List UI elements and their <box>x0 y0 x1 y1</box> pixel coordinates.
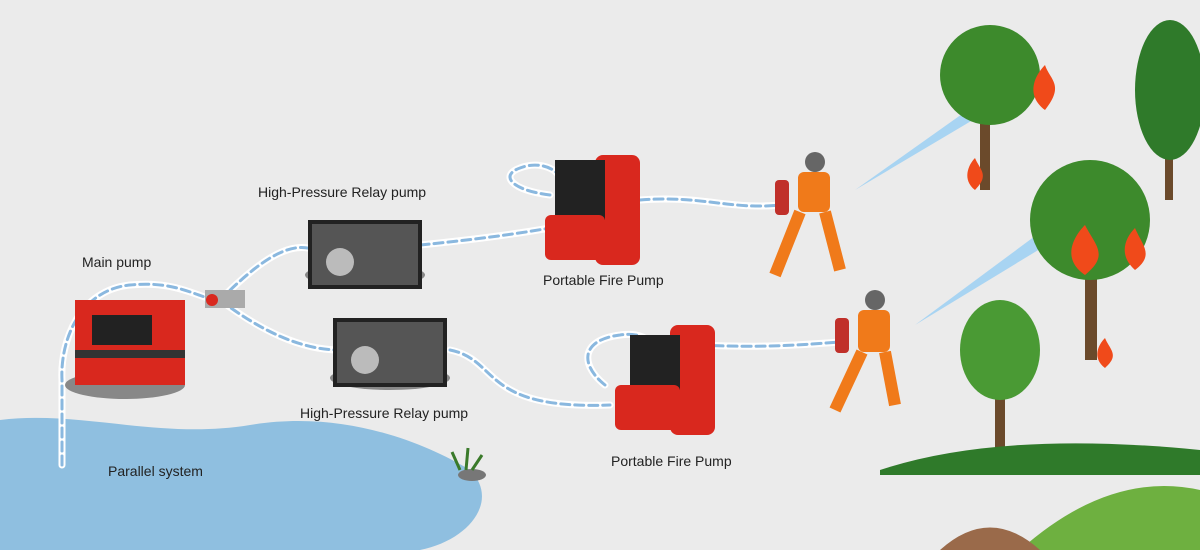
relay-pump-bottom-label: High-Pressure Relay pump <box>300 405 469 421</box>
relay-pump-bottom <box>330 318 450 390</box>
trees <box>880 20 1200 550</box>
water-source <box>0 417 482 550</box>
grass-tuft <box>450 447 484 471</box>
splitter-valve <box>205 290 245 308</box>
main-pump <box>65 300 185 399</box>
relay-pump-top <box>305 220 425 289</box>
portable-pump-bottom <box>615 325 715 435</box>
portable-pump-top-label: Portable Fire Pump <box>543 272 664 288</box>
fires <box>967 65 1146 368</box>
rock <box>458 469 486 481</box>
main-pump-label: Main pump <box>82 254 152 270</box>
portable-pump-bottom-label: Portable Fire Pump <box>611 453 732 469</box>
relay-pump-top-label: High-Pressure Relay pump <box>258 184 427 200</box>
water-spray-bottom <box>915 225 1058 325</box>
portable-pump-top <box>545 155 640 265</box>
parallel-system-label: Parallel system <box>108 463 203 479</box>
firefighter-top <box>769 152 846 278</box>
firefighter-bottom <box>829 290 901 413</box>
